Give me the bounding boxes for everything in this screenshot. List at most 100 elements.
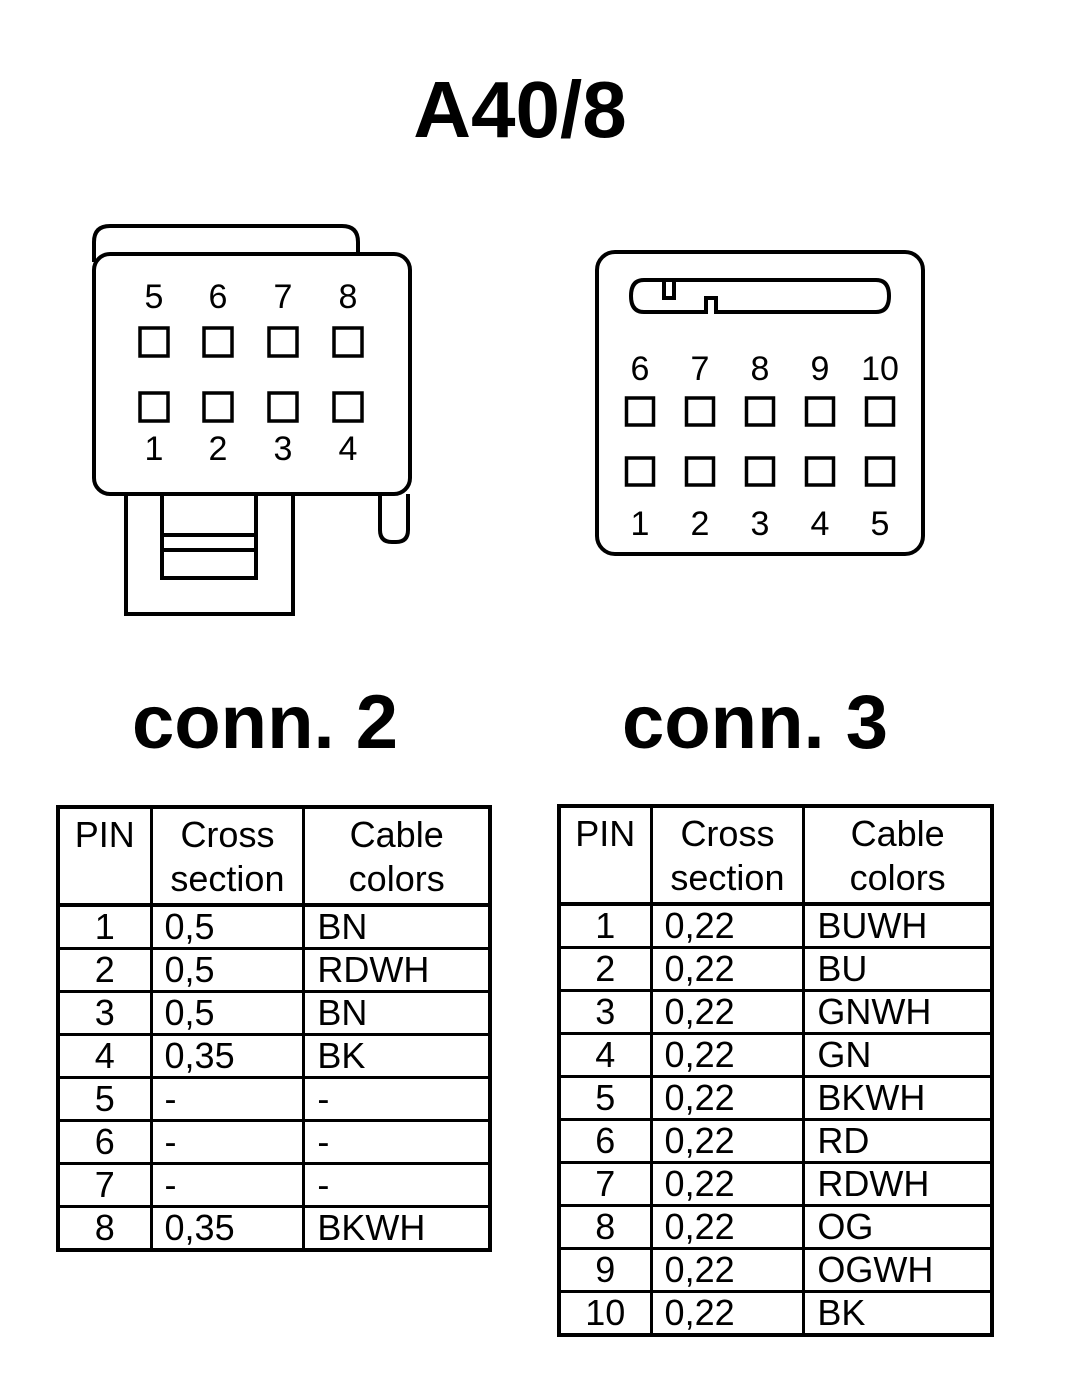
cable-color-cell: - (302, 1162, 492, 1208)
pin-cell: 2 (56, 947, 153, 993)
pin-cell: 3 (56, 990, 153, 1036)
pin-socket (744, 396, 776, 427)
pin-number-label: 2 (209, 430, 228, 468)
cable-color-cell: BK (302, 1033, 492, 1079)
pin-cell: 6 (557, 1118, 653, 1164)
cable-color-cell: BK (802, 1290, 994, 1337)
cross-section-cell: - (149, 1119, 306, 1165)
pin-cell: 1 (557, 902, 653, 949)
pin-header: PIN (56, 805, 153, 907)
connector-2-title: conn. 2 (131, 680, 399, 765)
pin-header: PIN (557, 804, 653, 906)
cross-section-cell: 0,22 (649, 946, 806, 992)
pin-socket (267, 391, 299, 423)
pin-socket (138, 391, 170, 423)
diagram-title: A40/8 (413, 65, 627, 154)
cross-section-cell: 0,22 (649, 1204, 806, 1250)
pin-number-label: 4 (339, 430, 358, 468)
pin-number-label: 3 (274, 430, 293, 468)
pin-socket (202, 391, 234, 423)
cable-color-cell: BN (302, 903, 492, 950)
cable-color-cell: - (302, 1119, 492, 1165)
cross-section-cell: 0,22 (649, 1247, 806, 1293)
connector-3-keying-slot (628, 278, 892, 314)
pin-number-label: 7 (691, 350, 710, 388)
cross-section-cell: 0,5 (149, 947, 306, 993)
connector-2-side-tab (378, 494, 410, 544)
connector-2-back-shell (92, 224, 360, 262)
cable-color-cell: OG (802, 1204, 994, 1250)
pin-socket (744, 456, 776, 487)
pin-number-label: 4 (811, 505, 830, 543)
pin-socket (202, 326, 234, 358)
pin-number-label: 5 (871, 505, 890, 543)
pin-cell: 4 (557, 1032, 653, 1078)
pin-number-label: 6 (209, 278, 228, 316)
cable-color-cell: GNWH (802, 989, 994, 1035)
pin-cell: 2 (557, 946, 653, 992)
pin-number-label: 2 (691, 505, 710, 543)
connector-2-body (92, 252, 412, 496)
pin-cell: 4 (56, 1033, 153, 1079)
cable-color-cell: BKWH (302, 1205, 492, 1252)
pin-cell: 5 (557, 1075, 653, 1121)
cross-section-cell: - (149, 1076, 306, 1122)
pin-cell: 3 (557, 989, 653, 1035)
cross-section-cell: 0,22 (649, 1161, 806, 1207)
pin-cell: 6 (56, 1119, 153, 1165)
pin-socket (864, 396, 896, 427)
connector-2-cable-outlet (124, 490, 295, 616)
cable-color-cell: RDWH (302, 947, 492, 993)
pin-socket (332, 391, 364, 423)
cross-section-cell: 0,22 (649, 1032, 806, 1078)
pin-cell: 7 (56, 1162, 153, 1208)
cross-section-cell: - (149, 1162, 306, 1208)
pin-number-label: 6 (631, 350, 650, 388)
pin-socket (267, 326, 299, 358)
cable-color-cell: - (302, 1076, 492, 1122)
pin-socket (332, 326, 364, 358)
cable-color-cell: BU (802, 946, 994, 992)
pin-socket (624, 396, 656, 427)
pin-number-label: 9 (811, 350, 830, 388)
pin-socket (624, 456, 656, 487)
cable-color-cell: BN (302, 990, 492, 1036)
pin-socket (804, 396, 836, 427)
pin-cell: 10 (557, 1290, 653, 1337)
pin-number-label: 3 (751, 505, 770, 543)
cable-color-cell: GN (802, 1032, 994, 1078)
cable-color-cell: BUWH (802, 902, 994, 949)
pin-number-label: 10 (861, 350, 899, 388)
cross-section-cell: 0,35 (149, 1205, 306, 1252)
pin-number-label: 8 (751, 350, 770, 388)
cable-color-cell: RDWH (802, 1161, 994, 1207)
cross-section-cell: 0,5 (149, 903, 306, 950)
cross-section-cell: 0,22 (649, 1290, 806, 1337)
connector-3-title: conn. 3 (621, 680, 889, 765)
pin-cell: 9 (557, 1247, 653, 1293)
pin-socket (684, 456, 716, 487)
pin-socket (864, 456, 896, 487)
cross-section-cell: 0,22 (649, 1118, 806, 1164)
cross-section-cell: 0,35 (149, 1033, 306, 1079)
cross-section-cell: 0,22 (649, 1075, 806, 1121)
pin-number-label: 1 (145, 430, 164, 468)
pin-socket (804, 456, 836, 487)
